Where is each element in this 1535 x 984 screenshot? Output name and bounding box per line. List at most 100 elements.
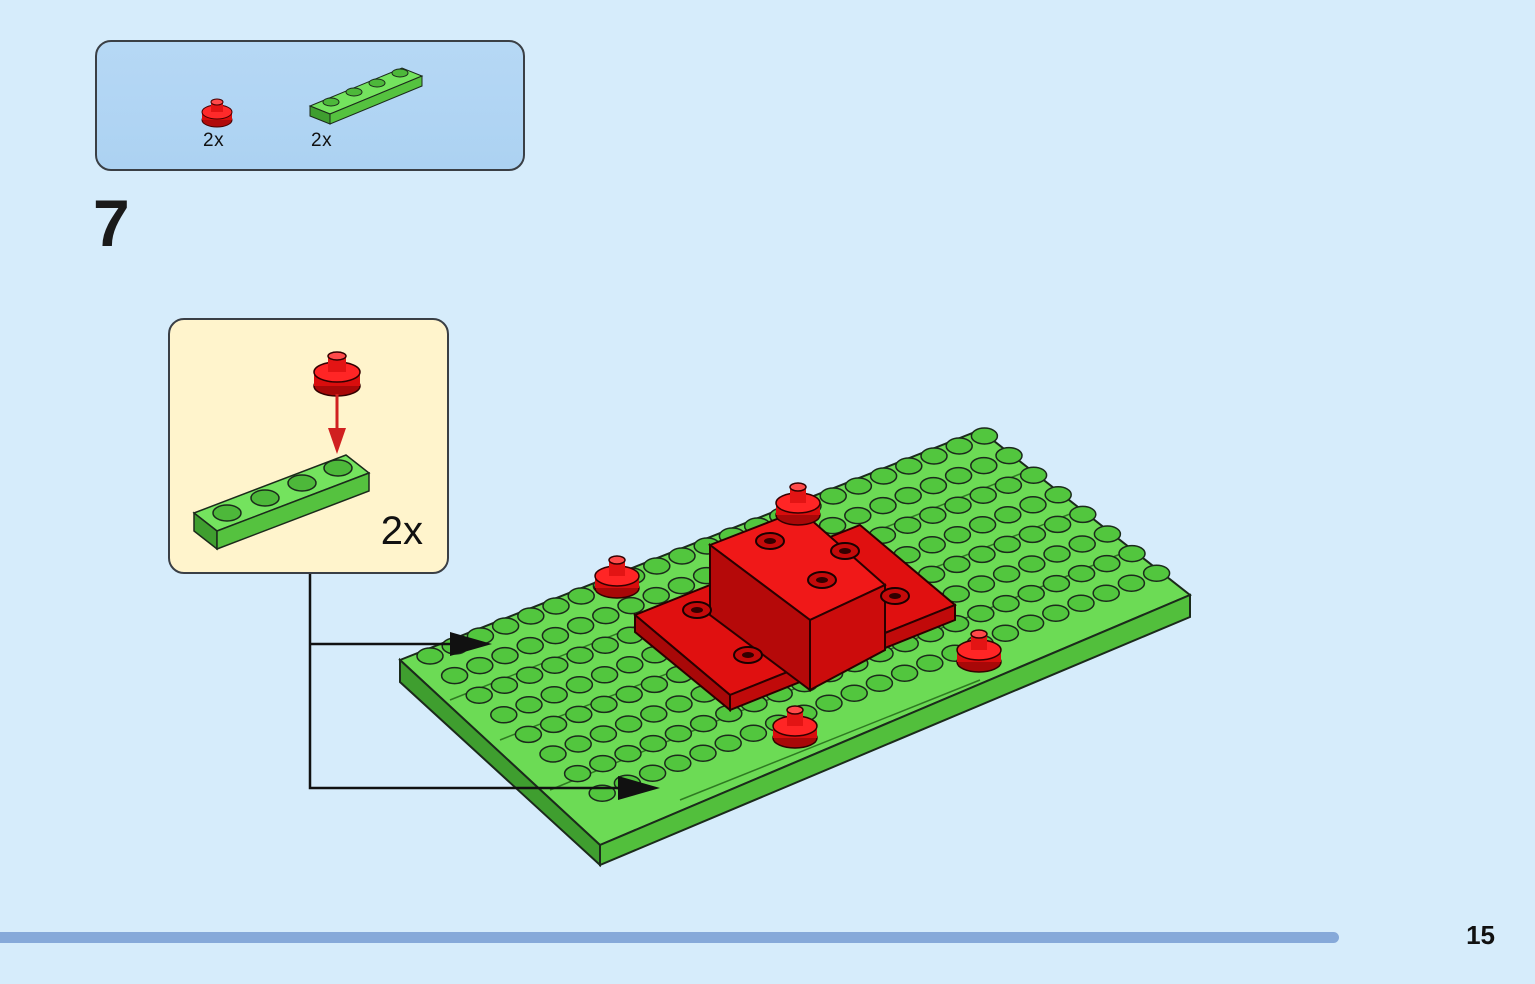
arrow-head-icon: [450, 632, 492, 656]
stud: [1043, 545, 1071, 563]
stud: [1067, 564, 1096, 583]
stud: [539, 745, 567, 763]
stud: [640, 675, 669, 694]
stud: [1019, 466, 1048, 484]
stud: [515, 696, 543, 714]
stud: [1044, 486, 1072, 504]
stud: [968, 516, 997, 534]
stud: [893, 516, 922, 534]
stud: [440, 666, 469, 685]
stud: [818, 516, 847, 535]
stud: [490, 676, 519, 694]
stud: [920, 447, 948, 465]
stud: [844, 506, 872, 525]
baseplate-studs: [416, 427, 1171, 802]
stud: [590, 695, 618, 714]
stud: [815, 694, 843, 712]
stud: [1042, 574, 1071, 593]
stud: [944, 466, 973, 485]
stud: [640, 705, 668, 723]
stud: [466, 656, 494, 675]
stud: [643, 557, 671, 575]
red-center-bricks: [633, 508, 957, 713]
stud: [539, 715, 568, 734]
stud: [890, 664, 919, 682]
stud: [1018, 525, 1047, 544]
stud: [1017, 584, 1045, 603]
red-round-plates: [594, 482, 1002, 749]
stud: [563, 764, 592, 783]
stud: [970, 456, 998, 475]
stud: [945, 437, 973, 455]
stud: [739, 724, 768, 742]
stud: [1092, 584, 1120, 602]
red-round-plate-icon: [313, 351, 361, 397]
stud: [689, 744, 717, 762]
stud: [1042, 604, 1070, 622]
stud: [970, 427, 999, 445]
stud: [714, 734, 742, 752]
stud: [664, 724, 693, 743]
stud: [542, 597, 570, 615]
page-number: 15: [1466, 920, 1495, 950]
stud: [591, 636, 619, 654]
stud: [564, 735, 592, 753]
stud: [617, 596, 645, 615]
stud: [541, 626, 570, 645]
callout-art: [192, 351, 371, 551]
stud: [540, 686, 568, 704]
stud: [1142, 564, 1171, 582]
parts-list-box: 2x 2x: [95, 40, 525, 171]
stud: [819, 487, 847, 505]
part-quantity-green-plate: 2x: [311, 130, 333, 151]
down-arrow-icon: [328, 394, 346, 454]
stud: [1117, 574, 1146, 592]
stud: [517, 607, 545, 625]
stud: [565, 705, 593, 724]
stud: [1067, 594, 1095, 612]
stud: [1118, 544, 1146, 563]
stud: [1043, 515, 1072, 534]
stud: [638, 764, 667, 782]
stud: [869, 496, 897, 515]
stud: [615, 685, 643, 704]
stud: [1016, 614, 1045, 632]
green-plate-1x4-icon: [308, 67, 424, 125]
stud: [566, 616, 595, 635]
stud: [967, 604, 995, 623]
stud: [968, 545, 996, 564]
callout-quantity: 2x: [380, 509, 423, 553]
stud: [515, 666, 544, 684]
stud: [1019, 496, 1047, 514]
sub-assembly-callout: 2x: [168, 318, 449, 574]
stud: [995, 446, 1023, 465]
stud: [1093, 554, 1121, 573]
stud: [865, 674, 894, 692]
stud: [1069, 505, 1097, 524]
page-progress-fill: [0, 932, 1340, 943]
stud: [1068, 535, 1096, 553]
stud: [567, 587, 595, 605]
stud: [992, 594, 1020, 613]
red-round-plate-icon: [956, 629, 1002, 673]
stud: [541, 656, 569, 674]
stud: [614, 744, 642, 763]
stud: [1093, 525, 1122, 543]
stud: [642, 586, 670, 605]
stud: [565, 676, 594, 694]
stud: [895, 457, 923, 475]
stud: [916, 654, 944, 672]
stud: [589, 754, 617, 773]
stud: [991, 624, 1020, 642]
stud: [994, 476, 1023, 494]
stud: [667, 576, 696, 595]
page-progress-bar: [0, 932, 1434, 943]
stud: [1018, 555, 1046, 573]
stud: [491, 617, 520, 635]
stud: [689, 714, 718, 733]
stud: [614, 715, 643, 733]
parts-list-art: [201, 67, 424, 128]
red-round-plate-icon: [772, 705, 818, 749]
stud: [918, 536, 946, 554]
